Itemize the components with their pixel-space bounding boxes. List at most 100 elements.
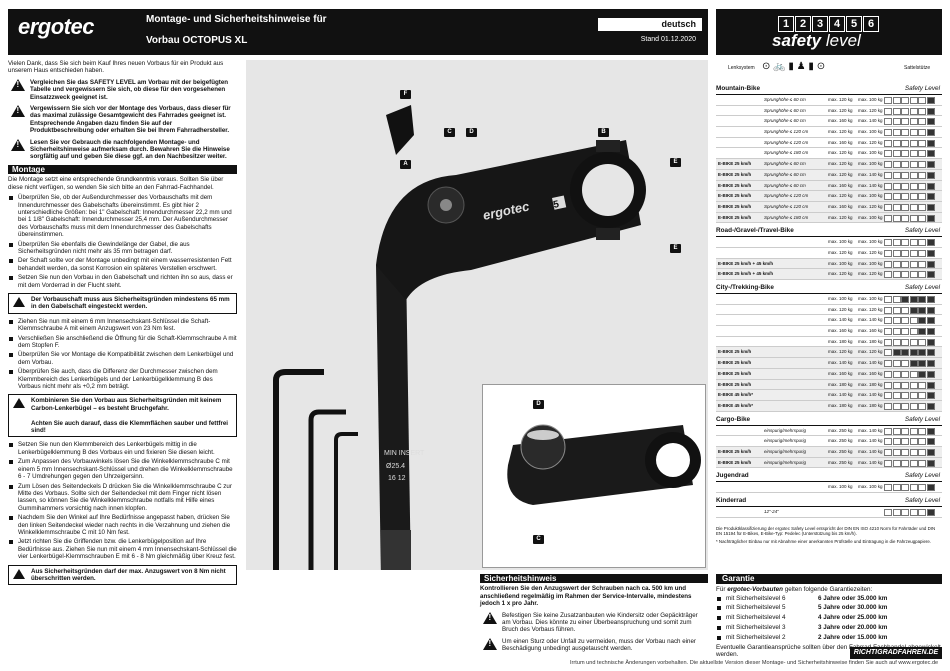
row-level-squares — [884, 402, 935, 414]
warranty-level: mit Sicherheitslevel 4 — [726, 614, 786, 622]
top-warning: Lesen Sie vor Gebrauch die nachfolgenden… — [8, 138, 237, 161]
row-condition: Sprunghöhe ≤ 180 cm — [764, 214, 809, 220]
label-f: F — [400, 90, 411, 99]
row-weight-steering: max. 100 kg — [828, 239, 853, 245]
row-weight-steering: max. 180 kg — [828, 381, 853, 387]
level-square — [892, 260, 901, 268]
row-weight-seatpost: max. 100 kg — [858, 97, 883, 102]
row-weight-seatpost: max. 120 kg — [858, 107, 883, 113]
level-square — [918, 239, 926, 247]
level-square — [884, 214, 892, 222]
warranty-intro: Für ergotec-Vorbauten gelten folgende Ga… — [716, 585, 873, 593]
row-level-squares — [884, 427, 935, 439]
row-weight-steering: max. 120 kg — [828, 349, 853, 355]
level-square — [926, 338, 935, 346]
row-weight-steering: max. 160 kg — [828, 328, 853, 334]
montage-bullets-1: Überprüfen Sie, ob der Außendurchmesser … — [8, 194, 237, 289]
level-square — [884, 97, 892, 104]
row-level-squares — [884, 171, 935, 183]
level-square — [909, 328, 918, 336]
level-square — [926, 296, 935, 303]
level-square — [926, 260, 935, 268]
level-square — [909, 370, 918, 378]
level-square — [884, 509, 892, 516]
category-name: Mountain-Bike — [716, 85, 761, 92]
row-ebike: E-BIKE 25 km/h — [718, 349, 752, 355]
level-square — [884, 249, 892, 257]
label-b: B — [598, 128, 609, 137]
montage-bullets-3: Setzen Sie nun den Klemmbereich des Lenk… — [8, 441, 237, 560]
legend-row: Lenksystem ⊙ 🚲 ▮ ♟ ▮ ⊙ Sattelstütze — [716, 55, 942, 81]
row-ebike: E-BIKE 25 km/h — [718, 203, 752, 209]
level-square — [884, 438, 892, 446]
row-ebike: E-BIKE 25 km/h — [718, 171, 752, 177]
level-square — [909, 360, 918, 368]
montage-step: Zum Lösen des Seitendeckels D drücken Si… — [8, 483, 237, 513]
warning-icon — [13, 296, 25, 307]
level-square — [918, 214, 926, 222]
level-square — [926, 139, 935, 147]
row-weight-seatpost: max. 140 kg — [858, 360, 883, 366]
level-square — [892, 459, 901, 467]
row-level-squares — [884, 139, 935, 151]
table-row: max. 100 kg max. 100 kg — [716, 237, 942, 248]
row-weight-seatpost: max. 100 kg — [858, 239, 883, 245]
stopper-plug — [386, 105, 414, 155]
row-weight-seatpost: max. 120 kg — [858, 249, 883, 255]
level-square — [901, 328, 909, 336]
shaft-min-insert: MIN INSERT — [384, 450, 425, 457]
level-square — [884, 392, 892, 400]
warranty-level: mit Sicherheitslevel 6 — [726, 594, 786, 602]
level-square — [901, 338, 909, 346]
row-condition: einspurig/mehrspurig — [764, 459, 807, 465]
row-weight-steering: max. 100 kg — [828, 296, 853, 301]
row-weight-seatpost: max. 160 kg — [858, 370, 883, 376]
category-name: Kinderrad — [716, 497, 747, 504]
richtigradfahren-link[interactable]: RICHTIGRADFAHREN.DE — [850, 647, 942, 659]
level-square — [901, 370, 909, 378]
level-square — [892, 97, 901, 104]
row-weight-steering: max. 140 kg — [828, 360, 853, 366]
level-square — [884, 271, 892, 279]
row-ebike: E-BIKE 25 km/h — [718, 360, 752, 366]
level-square — [926, 193, 935, 201]
level-square — [901, 402, 909, 410]
row-ebike: E-BIKE 25 km/h + 45 km/h — [718, 260, 774, 266]
warning-icon — [11, 105, 25, 118]
row-weight-seatpost: max. 140 kg — [858, 171, 883, 177]
level-square — [909, 150, 918, 158]
level-square — [884, 203, 892, 211]
level-square — [884, 129, 892, 137]
inset-detail-image: D C — [482, 384, 706, 568]
warning-icon — [11, 78, 25, 91]
level-square — [918, 438, 926, 446]
montage-step: Der Schaft sollte vor der Montage unbedi… — [8, 257, 237, 272]
level-square — [926, 370, 935, 378]
row-weight-steering: max. 180 kg — [828, 338, 853, 344]
level-square — [909, 509, 918, 516]
row-condition: Sprunghöhe ≤ 120 cm — [764, 203, 809, 209]
level-square — [901, 118, 909, 126]
legend-seatpost: Sattelstütze — [904, 65, 931, 71]
level-square — [926, 317, 935, 325]
steering-icon: ⊙ 🚲 ▮ ♟ ▮ ⊙ — [762, 61, 826, 72]
level-square — [926, 349, 935, 357]
stem-level-print: 5 — [552, 199, 560, 211]
level-square — [901, 484, 909, 492]
warranty-years: 2 Jahre oder 15.000 km — [818, 633, 888, 641]
warranty-section: Garantie Für ergotec-Vorbauten gelten fo… — [716, 574, 942, 659]
